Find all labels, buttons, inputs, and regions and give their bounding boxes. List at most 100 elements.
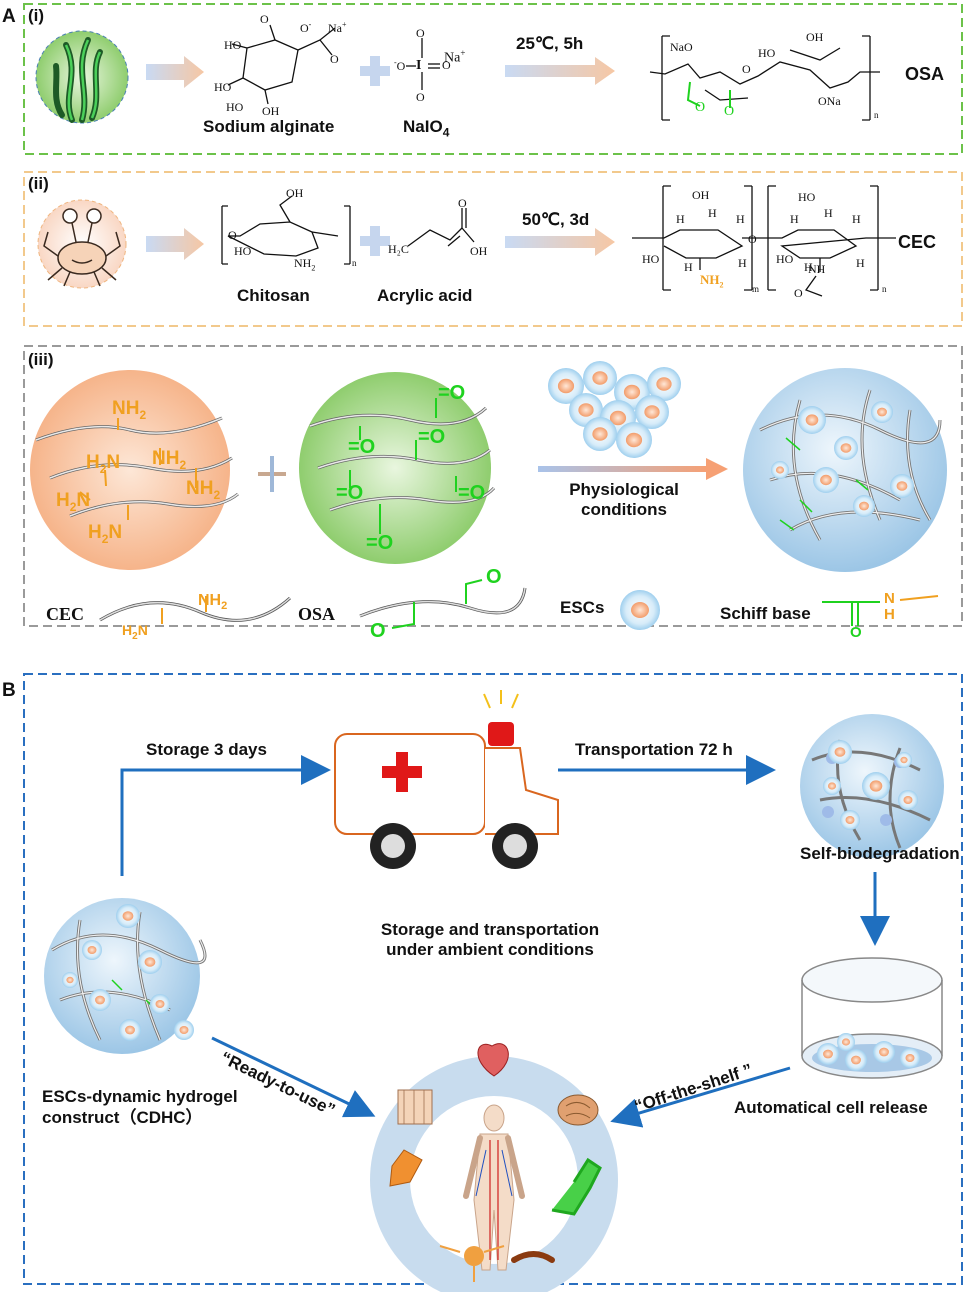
esc-nucleus	[900, 756, 908, 764]
esc-nucleus	[820, 474, 832, 486]
periodate-structure	[406, 38, 440, 90]
cec-h-7: H	[824, 206, 833, 220]
transport-label: Transportation 72 h	[575, 740, 733, 759]
chitosan-label: Chitosan	[237, 286, 310, 305]
arrow-iii	[706, 458, 728, 480]
acrylic-o: O	[458, 196, 467, 210]
esc-nucleus	[625, 432, 643, 448]
alginate-structure	[227, 24, 336, 105]
storage-label: Storage 3 days	[146, 740, 267, 759]
cdhc-line-1: ESCs-dynamic hydrogel	[42, 1087, 238, 1106]
esc-nucleus	[845, 816, 855, 824]
chitosan-n: n	[352, 258, 357, 268]
esc-nucleus	[827, 782, 837, 790]
neuron-network-icon	[439, 1245, 555, 1282]
physiological-line-1: Physiological	[569, 480, 679, 499]
seaweed-icon	[35, 30, 129, 124]
iii-nh2-3: NH2	[186, 478, 221, 502]
cec-n: n	[882, 284, 887, 294]
periodate-na: Na+	[444, 48, 466, 66]
panel-a-letter: A	[2, 6, 16, 27]
esc-nucleus	[851, 1055, 861, 1065]
iii-aldehyde-4: =O	[336, 482, 364, 504]
legend-schiff-label: Schiff base	[720, 604, 811, 623]
cec-nh: NH	[808, 262, 826, 276]
atom-o-1: O	[260, 12, 269, 26]
periodate-o-top: O	[416, 26, 425, 40]
periodate-o-minus: -O	[394, 58, 406, 73]
cec-sphere	[30, 370, 239, 570]
chitosan-oh: OH	[286, 186, 304, 200]
cdhc-sphere	[44, 898, 207, 1054]
esc-nucleus	[903, 796, 913, 804]
legend-schiff-h: H	[884, 606, 895, 623]
ambient-line-2: under ambient conditions	[386, 940, 594, 959]
chitosan-structure	[221, 195, 351, 265]
periodate-o-bottom: O	[416, 90, 425, 104]
chitosan-o: O	[228, 228, 237, 242]
legend-osa-chain	[359, 579, 527, 629]
cdhc-line-2: construct（CDHC）	[42, 1108, 203, 1128]
osa-ho: HO	[758, 46, 776, 60]
atom-o-2: O	[330, 52, 339, 66]
atom-na-plus-1: Na+	[328, 20, 347, 35]
ambient-line-1: Storage and transportation	[380, 920, 600, 939]
naio4-label: NaIO4	[403, 117, 450, 140]
panel-b-letter: B	[2, 680, 16, 701]
periodate-i: I	[416, 58, 422, 73]
panel-iii-border	[23, 345, 963, 627]
cec-ho-1: HO	[798, 190, 816, 204]
legend-cec-h2n: H2N	[122, 622, 148, 642]
iii-aldehyde-1: =O	[438, 382, 466, 404]
crab-icon	[37, 199, 127, 289]
esc-nucleus	[834, 747, 846, 757]
cell-icon	[389, 1149, 423, 1187]
esc-nucleus	[578, 403, 594, 417]
arrow-ii-2	[505, 228, 615, 256]
iii-aldehyde-3: =O	[418, 426, 446, 448]
cell-release-label: Automatical cell release	[734, 1098, 928, 1117]
periodate-o-right: O	[442, 58, 451, 72]
legend-cec-chain	[99, 596, 292, 624]
iii-h2n-2: H2N	[56, 490, 91, 514]
sodium-alginate-label: Sodium alginate	[203, 117, 335, 136]
legend-osa-label: OSA	[298, 604, 336, 624]
atom-o-minus: O-	[300, 20, 312, 35]
iii-aldehyde-2: =O	[348, 436, 376, 458]
atom-oh-1: OH	[262, 104, 280, 118]
cec-h-2: H	[708, 206, 717, 220]
acrylic-oh: OH	[470, 244, 488, 258]
cec-m: m	[752, 284, 760, 294]
osa-nao: NaO	[670, 40, 693, 54]
cec-h-1: H	[676, 212, 685, 226]
legend-esc-cell	[620, 590, 660, 630]
cec-h-4: H	[684, 260, 693, 274]
physiological-conditions: Physiological conditions	[544, 480, 704, 520]
petri-dish-icon	[801, 957, 943, 1079]
iii-aldehyde-5: =O	[458, 482, 486, 504]
cec-label: CEC	[898, 232, 937, 252]
esc-nucleus	[896, 481, 908, 491]
osa-ona: ONa	[818, 94, 841, 108]
physiological-line-2: conditions	[581, 500, 667, 519]
acrylic-acid-label: Acrylic acid	[377, 286, 473, 305]
skin-icon	[397, 1089, 433, 1125]
chitosan-nh2: NH2	[294, 256, 316, 273]
legend-osa-o-2: O	[370, 620, 386, 642]
iii-aldehyde-6: =O	[366, 532, 394, 554]
panel-ii-label: (ii)	[28, 174, 49, 193]
esc-nucleus	[869, 780, 883, 792]
cec-h-10: H	[856, 256, 865, 270]
cec-oh-1: OH	[692, 188, 710, 202]
atom-ho-2: HO	[214, 80, 232, 94]
cec-structure	[632, 185, 896, 297]
esc-nucleus	[122, 911, 134, 921]
cdhc-label: ESCs-dynamic hydrogel construct（CDHC）	[42, 1086, 238, 1129]
esc-nucleus	[66, 976, 74, 984]
arrow-offshelf	[610, 1066, 791, 1128]
esc-nucleus	[95, 995, 105, 1005]
legend-escs-label: ESCs	[560, 598, 605, 617]
arrow-storage	[120, 755, 331, 876]
osa-oh: OH	[806, 30, 824, 44]
neuron-icon	[551, 1157, 602, 1216]
